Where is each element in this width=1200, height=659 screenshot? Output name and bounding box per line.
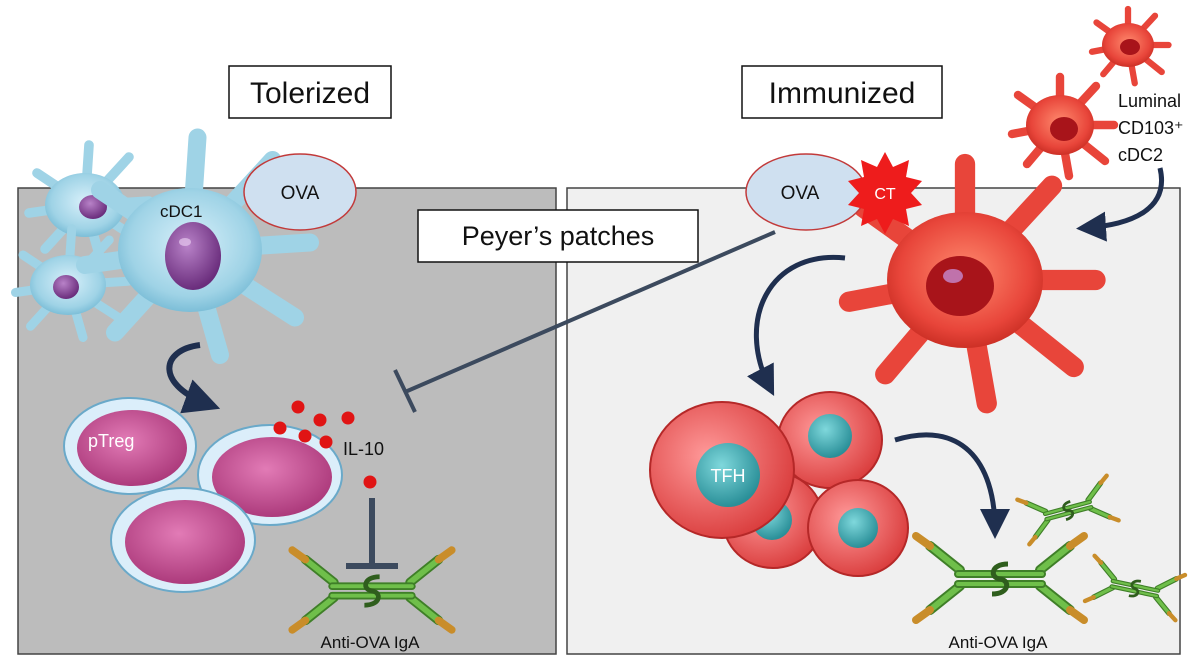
arrow-luminal-to-cdc2: [1076, 167, 1164, 242]
svg-text:CT: CT: [874, 186, 896, 203]
peyers-patches-box: Peyer’s patches: [417, 209, 699, 263]
il10-dots: [273, 400, 377, 489]
arrow-tfh-to-antibody: [894, 432, 1010, 539]
cdc2-cell-main: [849, 164, 1096, 403]
ova-right: OVA: [745, 153, 867, 231]
svg-text:Peyer’s patches: Peyer’s patches: [462, 221, 655, 251]
cdc2-cell-middle: [1012, 77, 1114, 176]
ova-left: OVA: [243, 153, 357, 231]
nucleus: [165, 222, 221, 290]
il10-inhibition: [346, 498, 398, 569]
svg-text:OVA: OVA: [281, 183, 320, 204]
cdc1-cell-main: [85, 138, 310, 356]
cdc1-label: cDC1: [160, 202, 203, 221]
il10-label: IL-10: [343, 439, 384, 459]
ptreg-label: pTreg: [88, 431, 134, 451]
cdc2-cell-top: [1092, 9, 1169, 83]
ptreg-cell-3: [110, 487, 256, 593]
ptreg-cell-1: [63, 397, 197, 495]
tolerized-box: Tolerized: [228, 65, 392, 119]
tfh-cell-bottom-right: [807, 479, 909, 577]
ct-starburst: CT: [848, 152, 922, 234]
immunized-box: Immunized: [741, 65, 943, 119]
svg-text:Immunized: Immunized: [769, 77, 916, 110]
svg-text:OVA: OVA: [781, 183, 820, 204]
nucleus: [926, 256, 994, 316]
svg-text:CD103⁺: CD103⁺: [1118, 118, 1184, 138]
svg-text:Tolerized: Tolerized: [250, 77, 370, 110]
svg-text:Luminal: Luminal: [1118, 91, 1181, 111]
ptreg-cell-2: [197, 424, 343, 526]
svg-text:cDC2: cDC2: [1118, 145, 1163, 165]
luminal-cdc2-label: Luminal CD103⁺ cDC2: [1118, 91, 1184, 165]
ova-inhibition-line: [393, 230, 776, 413]
arrow-cdc1-to-ptreg: [166, 342, 221, 414]
anti-ova-left-label: Anti-OVA IgA: [321, 633, 421, 652]
nucleus: [53, 275, 79, 299]
anti-ova-right-label: Anti-OVA IgA: [949, 633, 1049, 652]
tfh-cell-main: [649, 401, 795, 539]
nucleus: [79, 195, 107, 219]
arrow-cdc2-to-tfh: [747, 254, 846, 397]
tfh-label: TFH: [711, 466, 746, 486]
